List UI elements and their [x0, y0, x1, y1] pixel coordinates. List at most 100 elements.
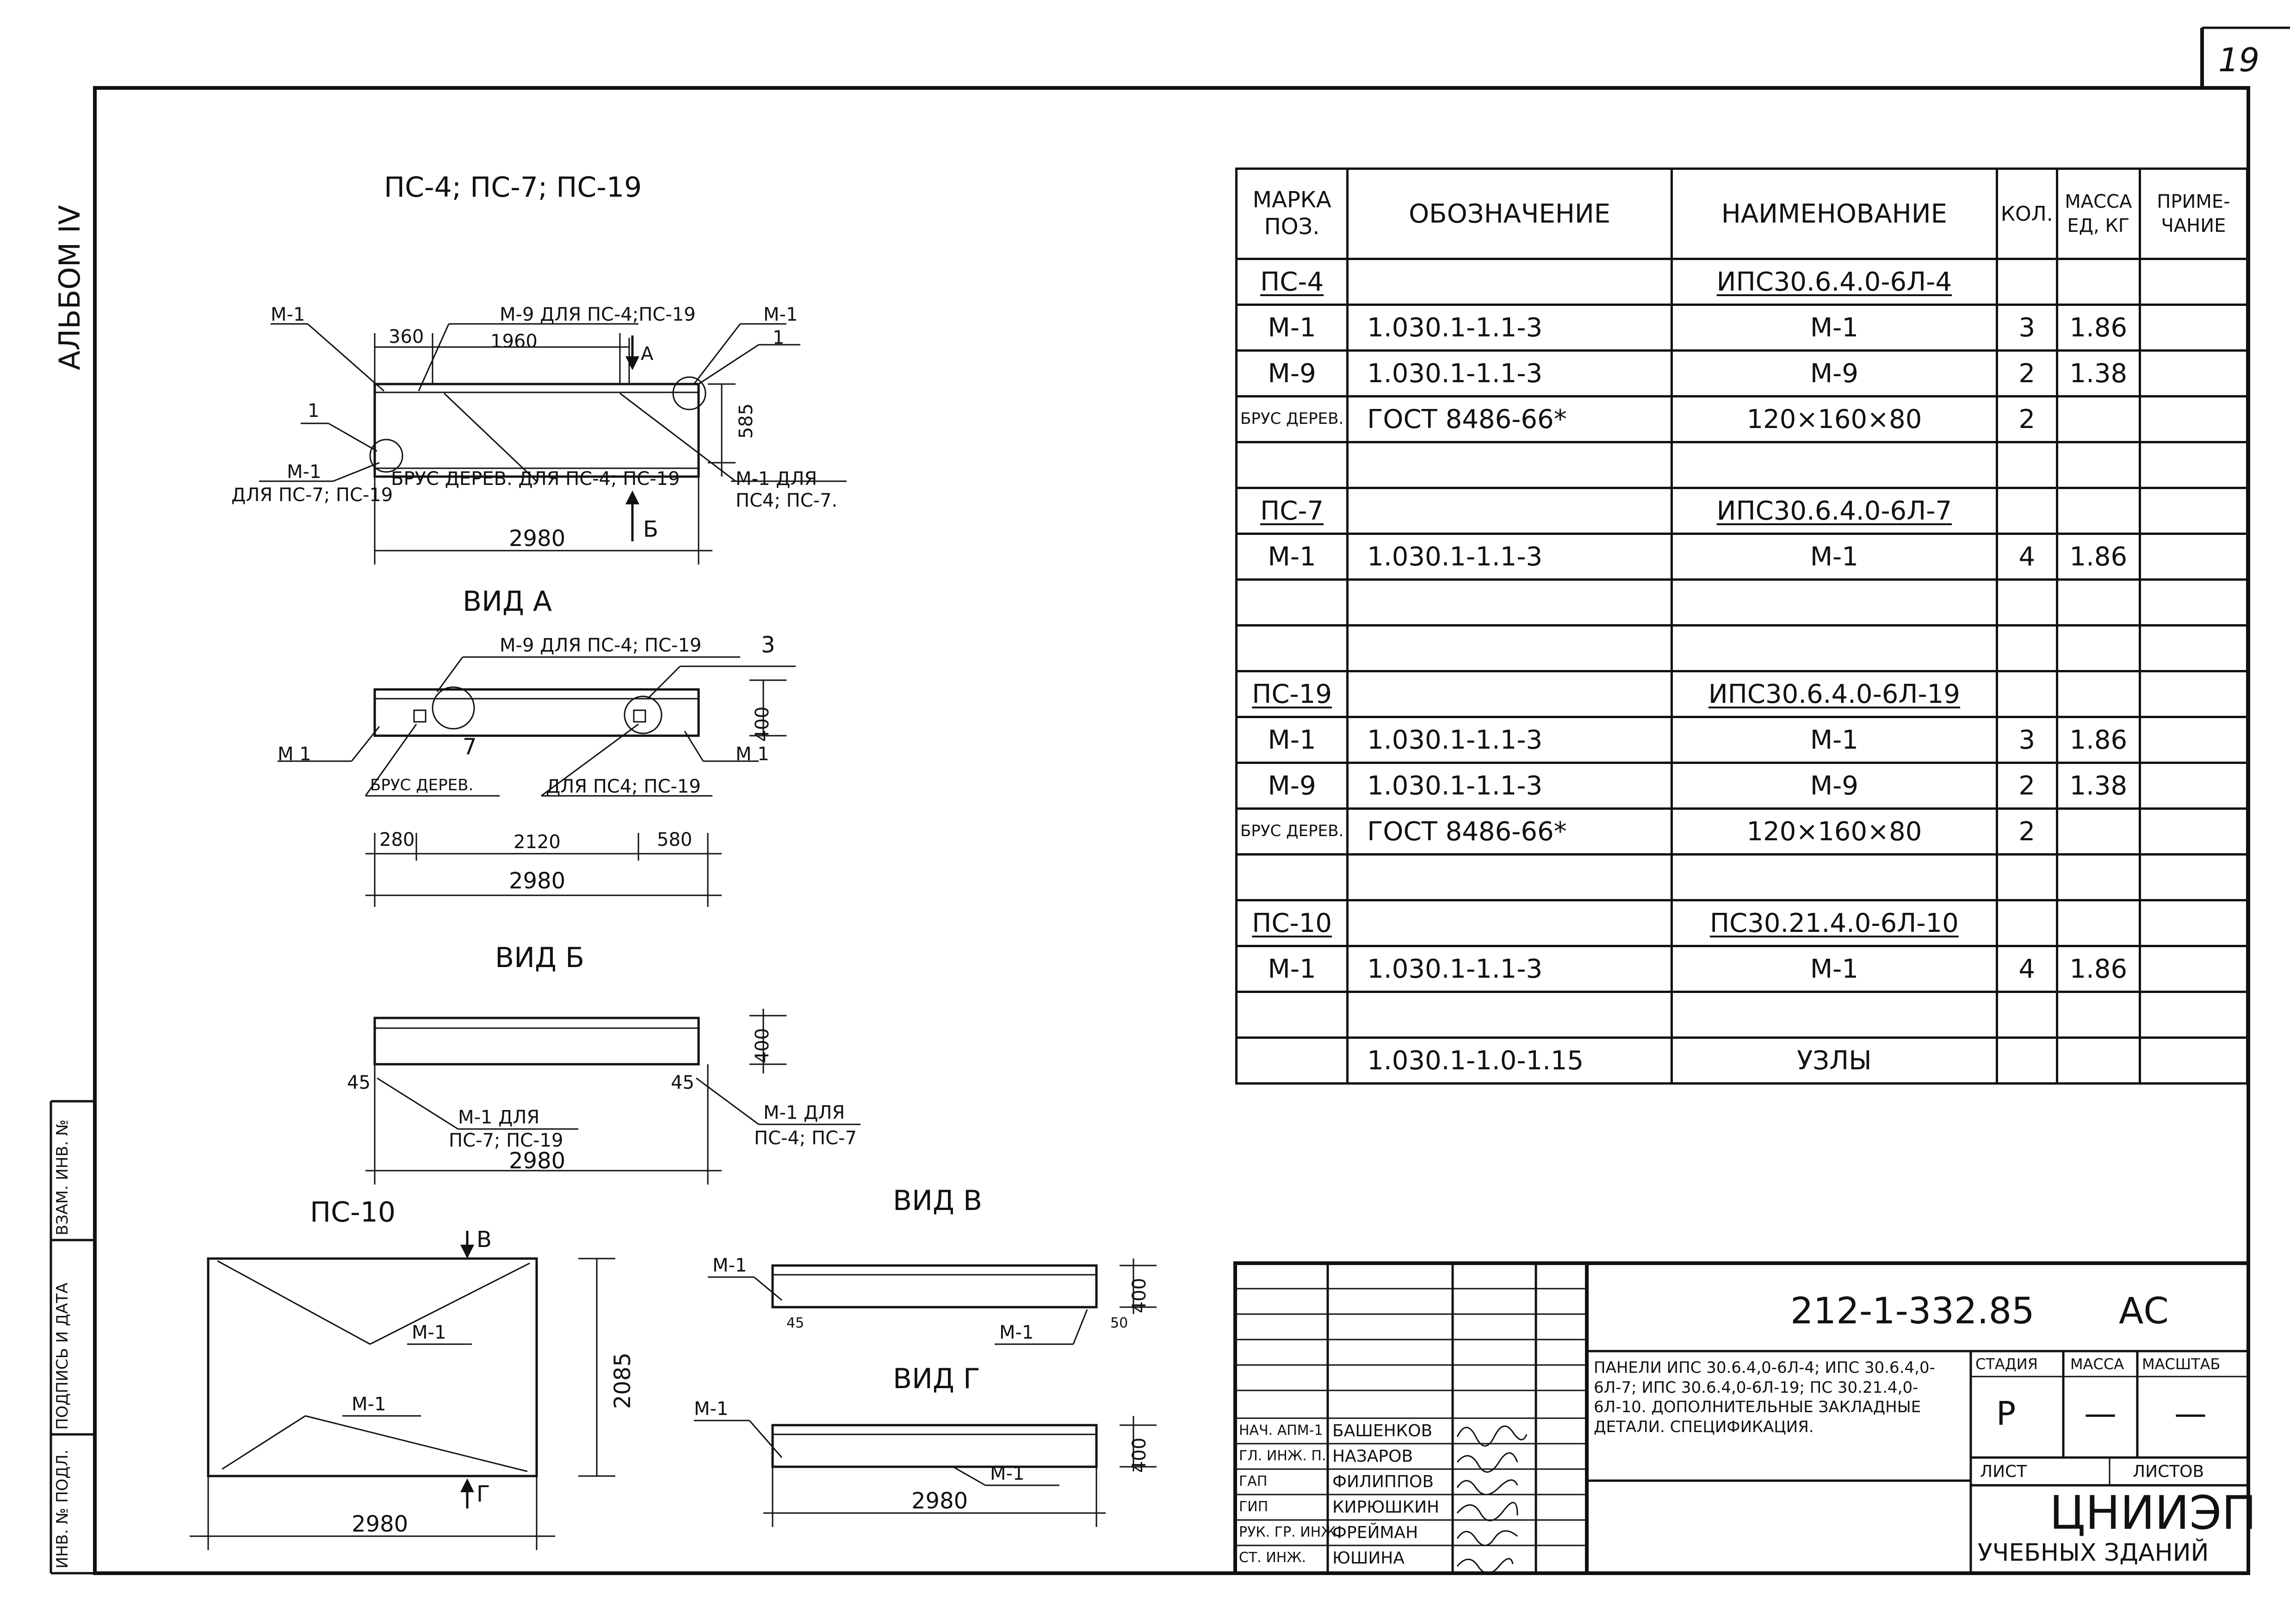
title-block-scale-label: МАСШТАБ [2142, 1355, 2221, 1373]
spec-cell-note [2138, 1036, 2249, 1085]
view-b-drawing [365, 1009, 860, 1185]
spec-cell-mark [1235, 624, 1349, 672]
vid-g-title: ВИД Г [893, 1363, 980, 1395]
spec-row [1235, 991, 2249, 1039]
spec-cell-mark: М-9 [1235, 762, 1349, 810]
main-callout-1-right: 1 [773, 327, 785, 348]
pc10-m1-upper: М-1 [412, 1322, 446, 1343]
pc10-title: ПС-10 [310, 1196, 396, 1228]
spec-cell-note [2138, 578, 2249, 627]
spec-cell-name: ПС30.21.4.0-6Л-10 [1671, 899, 1998, 947]
spec-cell-mark [1235, 441, 1349, 489]
spec-row [1235, 853, 2249, 901]
spec-cell-qty: 2 [1995, 395, 2058, 443]
vid-g-dim-2980: 2980 [911, 1488, 968, 1514]
main-arrow-a: А [641, 343, 654, 365]
signer-name: ФРЕЙМАН [1332, 1523, 1418, 1542]
spec-cell-note [2138, 991, 2249, 1039]
main-for-pc4-pc7: ПС4; ПС-7. [736, 490, 838, 511]
spec-cell-note [2138, 807, 2249, 856]
spec-header-note: ПРИМЕ- ЧАНИЕ [2138, 168, 2249, 260]
spec-cell-name: М-9 [1671, 349, 1998, 397]
spec-table: МАРКА ПОЗ. ОБОЗНАЧЕНИЕ НАИМЕНОВАНИЕ КОЛ.… [1235, 168, 2249, 1085]
main-dim-1960: 1960 [490, 331, 538, 352]
main-for-pc7-pc19: ДЛЯ ПС-7; ПС-19 [231, 484, 393, 506]
spec-cell-mass: 1.86 [2055, 304, 2141, 352]
spec-cell-mass [2055, 1036, 2141, 1085]
spec-cell-mark: ПС-19 [1235, 670, 1349, 718]
title-block-scale-value: — [2174, 1395, 2207, 1433]
view-v-drawing [708, 1259, 1157, 1345]
spec-cell-mass: 1.86 [2055, 945, 2141, 993]
spec-header-mark: МАРКА ПОЗ. [1235, 168, 1349, 260]
spec-cell-qty [1995, 991, 2058, 1039]
spec-cell-mass [2055, 853, 2141, 901]
spec-row [1235, 578, 2249, 627]
spec-cell-qty [1995, 853, 2058, 901]
spec-cell-qty: 3 [1995, 716, 2058, 764]
spec-cell-name [1671, 853, 1998, 901]
vid-a-dim-280: 280 [379, 829, 415, 850]
spec-cell-qty: 4 [1995, 945, 2058, 993]
spec-cell-qty: 2 [1995, 762, 2058, 810]
vid-a-title: ВИД А [463, 585, 552, 618]
spec-row [1235, 441, 2249, 489]
vid-g-m1-left: М-1 [694, 1398, 729, 1420]
spec-cell-designation [1346, 899, 1673, 947]
spec-cell-note [2138, 899, 2249, 947]
spec-cell-mass [2055, 670, 2141, 718]
vid-v-dim-50: 50 [1110, 1315, 1128, 1331]
spec-cell-mass [2055, 991, 2141, 1039]
spec-cell-designation: 1.030.1-1.0-1.15 [1346, 1036, 1673, 1085]
signer-role: НАЧ. АПМ-1 [1239, 1422, 1323, 1439]
spec-cell-note [2138, 945, 2249, 993]
spec-cell-qty: 3 [1995, 304, 2058, 352]
spec-cell-mark: М-1 [1235, 533, 1349, 581]
pc10-arrow-g: Г [477, 1481, 490, 1507]
vid-b-dim-2980: 2980 [509, 1148, 566, 1174]
spec-cell-mass [2055, 487, 2141, 535]
pc10-dim-2980: 2980 [352, 1511, 408, 1537]
title-block-stage-value: Р [1996, 1395, 2016, 1433]
vid-v-dim-45: 45 [786, 1315, 805, 1331]
spec-cell-mass: 1.38 [2055, 762, 2141, 810]
spec-cell-note [2138, 304, 2249, 352]
spec-cell-note [2138, 762, 2249, 810]
vid-a-dim-580: 580 [657, 829, 693, 850]
spec-cell-qty: 2 [1995, 807, 2058, 856]
spec-cell-note [2138, 716, 2249, 764]
pc10-m1-lower: М-1 [352, 1394, 386, 1415]
signer-role: ГЛ. ИНЖ. П. [1239, 1448, 1326, 1464]
vid-a-callout-7: 7 [463, 734, 477, 760]
spec-cell-mark: М-9 [1235, 349, 1349, 397]
spec-cell-note [2138, 533, 2249, 581]
main-view-title: ПС-4; ПС-7; ПС-19 [384, 171, 642, 204]
title-block-description: ПАНЕЛИ ИПС 30.6.4,0-6Л-4; ИПС 30.6.4,0-6… [1594, 1359, 1935, 1436]
spec-cell-note [2138, 487, 2249, 535]
spec-cell-designation: 1.030.1-1.1-3 [1346, 349, 1673, 397]
spec-cell-qty [1995, 1036, 2058, 1085]
spec-cell-qty [1995, 578, 2058, 627]
spec-cell-qty [1995, 487, 2058, 535]
spec-cell-name: М-9 [1671, 762, 1998, 810]
spec-cell-mark: БРУС ДЕРЕВ. [1235, 395, 1349, 443]
spec-cell-qty [1995, 441, 2058, 489]
spec-cell-name: УЗЛЫ [1671, 1036, 1998, 1085]
spec-header-designation: ОБОЗНАЧЕНИЕ [1346, 168, 1673, 260]
title-block-stage-label: СТАДИЯ [1975, 1355, 2038, 1373]
vid-a-m9-label: М-9 ДЛЯ ПС-4; ПС-19 [500, 635, 702, 656]
spec-cell-mark [1235, 578, 1349, 627]
view-g-drawing [694, 1416, 1157, 1527]
spec-cell-designation: ГОСТ 8486-66* [1346, 807, 1673, 856]
spec-cell-qty [1995, 899, 2058, 947]
signer-role: ГИП [1239, 1499, 1269, 1515]
